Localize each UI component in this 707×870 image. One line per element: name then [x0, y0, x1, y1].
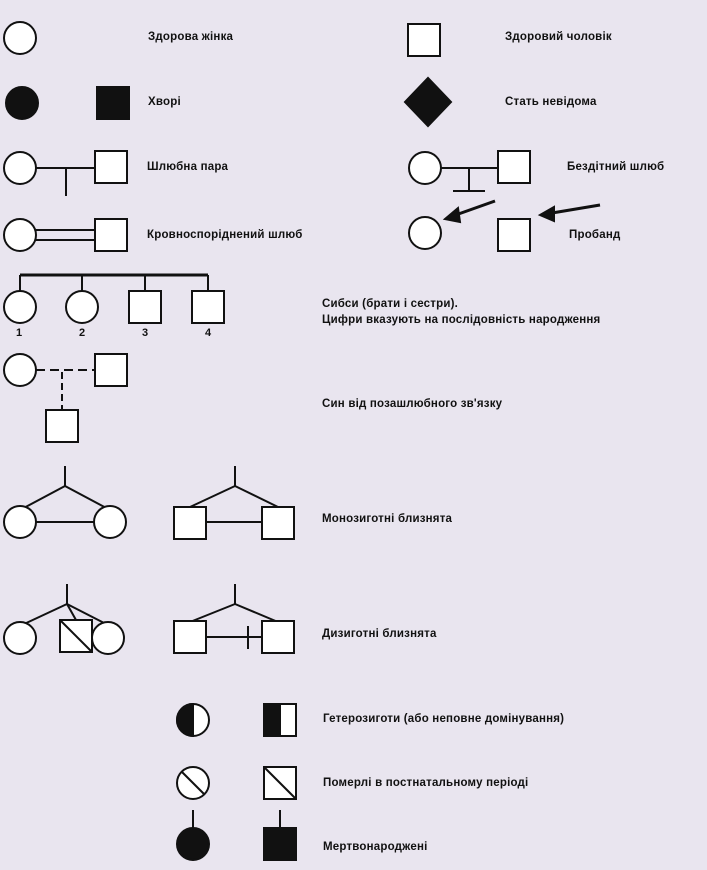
heterozygote-male-symbol: [263, 703, 297, 737]
sibling-number-4: 4: [205, 327, 212, 339]
postnatal-death-female-symbol: [176, 766, 210, 800]
affected-female-symbol: [5, 86, 39, 120]
stillborn-male-symbol: [263, 810, 297, 861]
label-healthy-male: Здоровий чоловік: [505, 31, 612, 43]
label-stillborn: Мертвонароджені: [323, 841, 428, 853]
stillborn-female-symbol: [176, 810, 210, 861]
sex-unknown-symbol: [403, 76, 453, 128]
label-childless-marriage: Бездітний шлюб: [567, 161, 665, 173]
siblings-symbol: [3, 273, 225, 324]
label-illegitimate-son: Син від позашлюбного зв'язку: [322, 398, 503, 410]
postnatal-death-male-symbol: [263, 766, 297, 800]
healthy-female-symbol: [3, 21, 37, 55]
label-affected: Хворі: [148, 96, 181, 108]
label-postnatal-death: Померлі в постнатальному періоді: [323, 777, 529, 789]
label-siblings-line2: Цифри вказують на послідовність народжен…: [322, 314, 601, 326]
monozygotic-twins-female-symbol: [3, 466, 127, 539]
label-monozygotic-twins: Монозиготні близнята: [322, 513, 453, 525]
childless-marriage-symbol: [408, 150, 531, 192]
label-healthy-female: Здорова жінка: [148, 31, 234, 43]
dizygotic-twins-mixed-symbol: [3, 584, 125, 655]
consanguineous-marriage-symbol: [3, 218, 128, 252]
proband-symbol: [408, 199, 601, 252]
label-dizygotic-twins: Дизиготні близнята: [322, 628, 437, 640]
dizygotic-twins-male-symbol: [173, 584, 295, 654]
label-married-couple: Шлюбна пара: [147, 161, 229, 173]
label-consanguineous-marriage: Кровноспоріднений шлюб: [147, 229, 303, 241]
heterozygote-female-symbol: [176, 702, 210, 738]
label-proband: Пробанд: [569, 229, 621, 241]
affected-male-symbol: [96, 86, 130, 120]
healthy-male-symbol: [407, 23, 441, 57]
sibling-number-3: 3: [142, 327, 149, 339]
monozygotic-twins-male-symbol: [173, 466, 295, 540]
married-couple-symbol: [3, 150, 128, 196]
label-sex-unknown: Стать невідома: [505, 96, 597, 108]
illegitimate-son-symbol: [3, 353, 128, 443]
label-siblings: Сибси (брати і сестри). Цифри вказують н…: [322, 296, 600, 328]
sibling-number-1: 1: [16, 327, 23, 339]
sibling-number-2: 2: [79, 327, 86, 339]
label-siblings-line1: Сибси (брати і сестри).: [322, 298, 459, 310]
label-heterozygotes: Гетерозиготи (або неповне домінування): [323, 713, 565, 725]
